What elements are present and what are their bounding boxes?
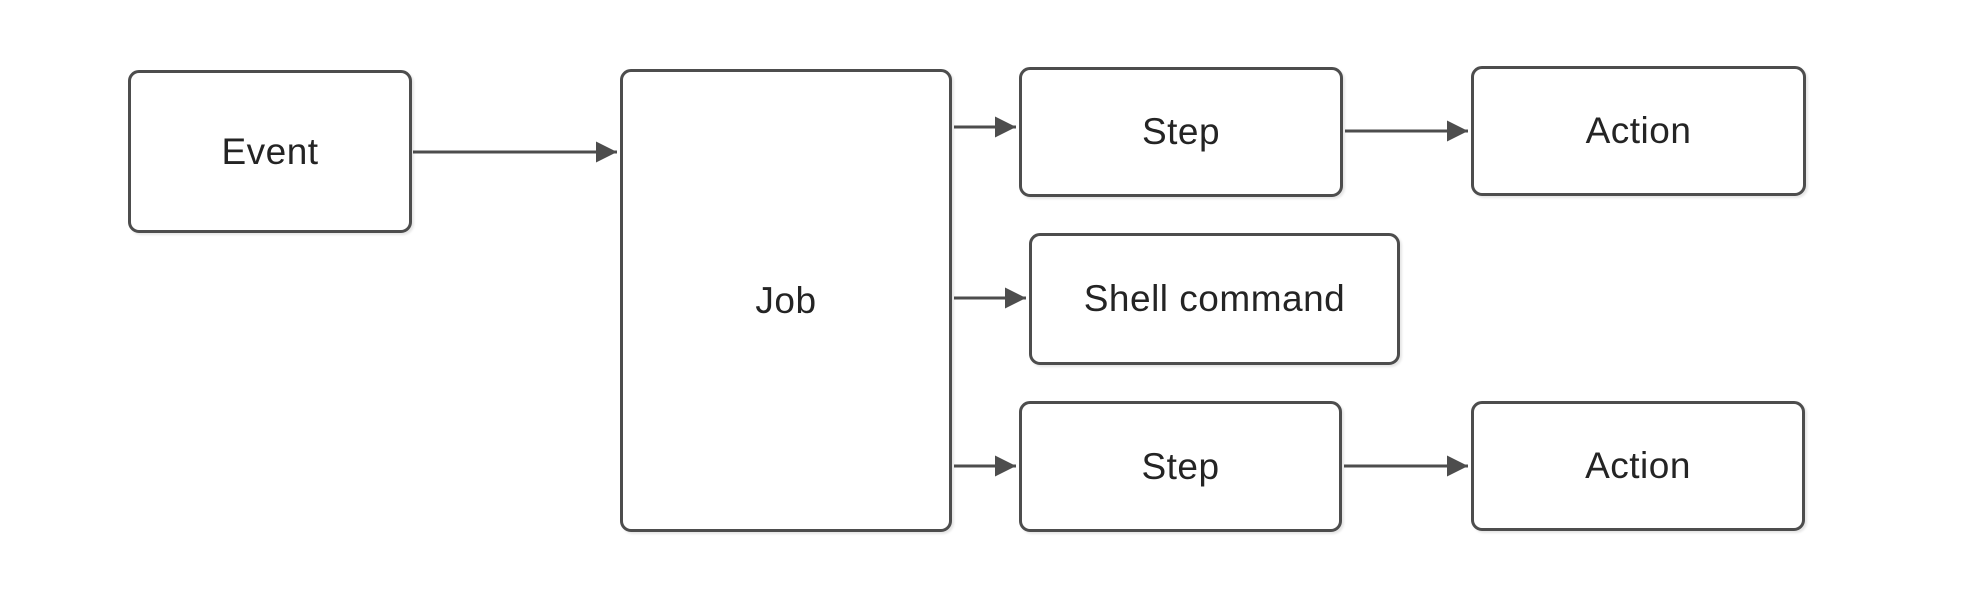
step-bottom-node[interactable]: Step xyxy=(1019,401,1342,532)
action-top-node[interactable]: Action xyxy=(1471,66,1806,196)
shell-command-node[interactable]: Shell command xyxy=(1029,233,1400,365)
job-node[interactable]: Job xyxy=(620,69,952,532)
action-bottom-node[interactable]: Action xyxy=(1471,401,1805,531)
step-bottom-node-label: Step xyxy=(1141,445,1220,487)
event-node[interactable]: Event xyxy=(128,70,412,233)
step-top-node[interactable]: Step xyxy=(1019,67,1343,197)
event-node-label: Event xyxy=(221,130,319,172)
job-node-label: Job xyxy=(755,279,817,321)
action-bottom-node-label: Action xyxy=(1585,445,1691,486)
action-top-node-label: Action xyxy=(1585,110,1692,151)
shell-command-node-label: Shell command xyxy=(1083,278,1346,319)
step-top-node-label: Step xyxy=(1141,111,1221,152)
